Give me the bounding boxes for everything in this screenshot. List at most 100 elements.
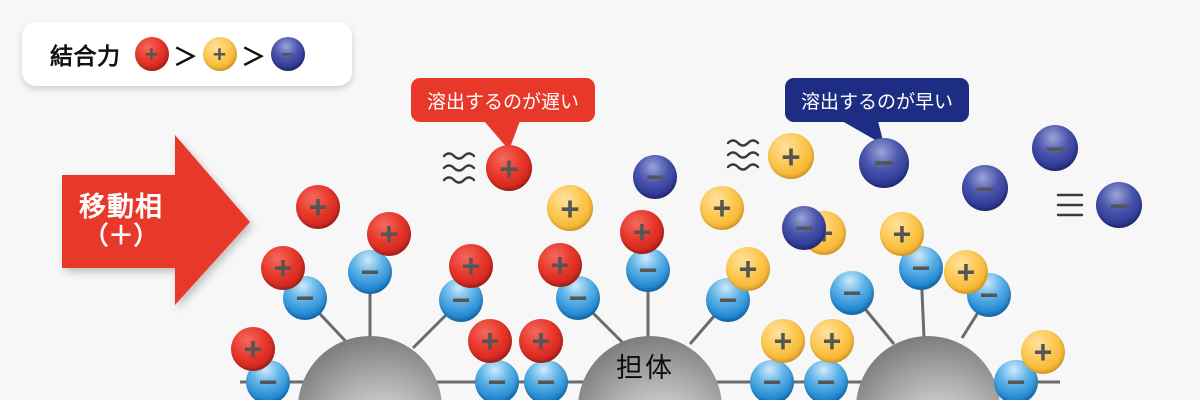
ion-sign: + (550, 247, 570, 283)
ion-sign: − (295, 280, 315, 316)
stationary-anion: − (475, 360, 519, 400)
bound-cation: + (761, 319, 805, 363)
legend-ion-red-sign: + (144, 40, 159, 67)
free-anion: − (962, 165, 1008, 211)
ion-sign: + (781, 137, 801, 175)
ion-sign: + (379, 216, 399, 252)
bound-cation: + (367, 212, 411, 256)
bound-cation: + (880, 212, 924, 256)
ion-sign: − (873, 142, 895, 183)
callout-slow-text: 溶出するのが遅い (427, 91, 580, 113)
stationary-anion: − (830, 271, 874, 315)
legend-gt-1: ＞ (173, 43, 198, 71)
legend-ion-red: + (134, 37, 169, 71)
legend-ion-navy-sign: − (280, 40, 295, 67)
ion-sign: − (258, 364, 278, 400)
bead-label: 担体 (616, 353, 674, 383)
wave-line (442, 176, 476, 184)
free-cation: + (296, 185, 340, 229)
ion-sign: − (536, 364, 556, 400)
ion-sign: − (1045, 129, 1065, 167)
ion-sign: − (451, 282, 471, 318)
wave-line (726, 151, 760, 159)
wave-line (726, 163, 760, 171)
ion-sign: − (1006, 364, 1026, 400)
bound-cation: + (726, 247, 770, 291)
ion-sign: − (979, 277, 999, 313)
bound-cation: + (231, 327, 275, 371)
bound-cation: + (620, 210, 664, 254)
legend-gt-2: ＞ (241, 43, 266, 71)
wave-line (442, 152, 476, 160)
ion-sign: − (794, 210, 814, 246)
free-anion: − (633, 155, 677, 199)
legend-ion-yellow: + (202, 37, 237, 71)
ion-sign: + (1033, 334, 1053, 370)
ion-sign: + (738, 251, 758, 287)
free-cation: + (547, 185, 593, 231)
ion-sign: + (308, 189, 328, 225)
ion-sign: + (822, 323, 842, 359)
free-cation: + (700, 186, 744, 230)
bound-cation: + (261, 246, 305, 290)
bound-cation: + (449, 244, 493, 288)
bound-cation: + (944, 250, 988, 294)
wave-line (442, 164, 476, 172)
ion-sign: − (842, 275, 862, 311)
stationary-anion: − (348, 250, 392, 294)
motion-marks (442, 139, 1084, 217)
ion-sign: − (638, 252, 658, 288)
support-bead (298, 336, 442, 400)
bound-cation: + (538, 243, 582, 287)
ion-sign: − (1109, 186, 1129, 224)
free-cation: + (486, 145, 532, 191)
ion-sign: − (762, 364, 782, 400)
legend-title: 結合力 (50, 43, 121, 69)
ion-sign: − (487, 364, 507, 400)
ion-sign: + (531, 323, 551, 359)
stationary-anion: − (804, 360, 848, 400)
legend-ion-navy: − (270, 37, 305, 71)
ion-sign: + (956, 254, 976, 290)
wave-line (726, 139, 760, 147)
ion-sign: − (816, 364, 836, 400)
bound-cation: + (519, 319, 563, 363)
ion-sign: + (243, 331, 263, 367)
support-beads (298, 336, 1000, 400)
support-bead (856, 336, 1000, 400)
binding-strength-legend: 結合力 + ＞ + ＞ − (22, 22, 352, 86)
bound-cation: + (468, 319, 512, 363)
ion-sign: + (273, 250, 293, 286)
free-anion: − (1032, 125, 1078, 171)
callout-slow-tail (484, 121, 520, 150)
ion-sign: − (911, 250, 931, 286)
stationary-anion: − (626, 248, 670, 292)
ion-sign: + (632, 214, 652, 250)
bound-cation: + (1021, 330, 1065, 374)
bound-cation: + (810, 319, 854, 363)
ion-sign: − (975, 169, 995, 207)
ion-sign: + (480, 323, 500, 359)
legend-ion-yellow-sign: + (212, 40, 227, 67)
mobile-phase-arrow (62, 135, 250, 305)
callout-slow-elution: 溶出するのが遅い (411, 78, 596, 122)
callout-fast-text: 溶出するのが早い (801, 91, 954, 113)
stationary-anion: − (899, 246, 943, 290)
stationary-anion: − (750, 360, 794, 400)
ion-sign: + (773, 323, 793, 359)
stationary-anion: − (524, 360, 568, 400)
ion-sign: − (568, 280, 588, 316)
ion-sign: + (560, 189, 580, 227)
ion-sign: + (499, 149, 519, 187)
ion-sign: + (892, 216, 912, 252)
motion-mark-fast-navy-lines (1056, 193, 1084, 217)
motion-mark-slow-yellow-waves (726, 139, 760, 171)
ion-sign: + (461, 248, 481, 284)
free-anion: − (1096, 182, 1142, 228)
motion-mark-slow-red-waves (442, 152, 476, 184)
free-anion: − (859, 138, 909, 188)
support-bead (578, 336, 722, 400)
free-cation: + (768, 133, 814, 179)
